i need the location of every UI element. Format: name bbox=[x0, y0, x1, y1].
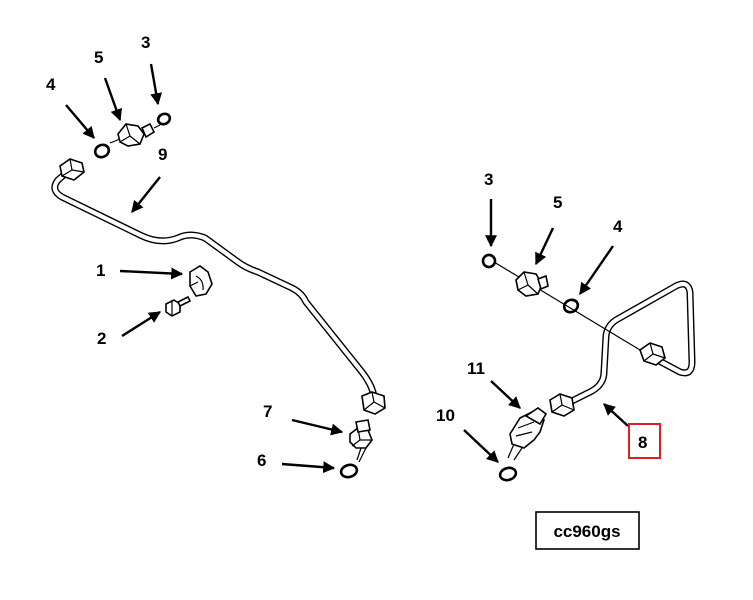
diagram-code-label: cc960gs bbox=[535, 511, 640, 550]
callout-5-left: 5 bbox=[94, 48, 103, 67]
callout-8: 8 bbox=[638, 433, 647, 452]
callout-5-right: 5 bbox=[553, 193, 562, 212]
arrow-to-part-11 bbox=[490, 380, 521, 409]
part-7-fitting-left bbox=[349, 419, 373, 463]
arrow-to-part-7 bbox=[291, 418, 344, 436]
callout-8-highlight-box bbox=[628, 423, 661, 459]
part-1-clamp bbox=[189, 265, 213, 297]
right-arrows bbox=[463, 199, 629, 463]
arrow-to-part-9-left bbox=[131, 176, 161, 213]
arrow-to-part-10 bbox=[463, 429, 499, 463]
tube-9-left bbox=[51, 164, 378, 408]
tube-nut-bottom-left bbox=[361, 391, 386, 415]
left-assembly: 3 5 4 9 1 2 7 6 bbox=[46, 33, 386, 479]
callout-7: 7 bbox=[263, 402, 272, 421]
part-4-oring-left bbox=[93, 143, 111, 159]
arrow-to-part-1 bbox=[119, 267, 184, 280]
callout-3-left: 3 bbox=[141, 33, 150, 52]
arrow-to-part-8 bbox=[603, 403, 629, 427]
arrow-to-part-2 bbox=[121, 310, 162, 338]
arrow-to-part-5-right bbox=[534, 227, 555, 266]
part-6-oring-left bbox=[339, 463, 359, 479]
tube-nut-right-upper bbox=[639, 342, 666, 366]
callout-2: 2 bbox=[97, 329, 106, 348]
callout-9-left: 9 bbox=[158, 145, 167, 164]
tube-8-right bbox=[562, 280, 696, 408]
arrow-to-part-3-left bbox=[149, 63, 163, 106]
callout-4-right: 4 bbox=[613, 217, 623, 236]
tube-nut-right-lower bbox=[549, 393, 575, 417]
callout-4-left: 4 bbox=[46, 75, 56, 94]
callout-3-right: 3 bbox=[484, 170, 493, 189]
callout-1: 1 bbox=[96, 261, 105, 280]
tube-nut-top-left bbox=[59, 158, 85, 181]
assembly-axis-right bbox=[493, 261, 641, 351]
arrow-to-part-4-left bbox=[65, 104, 95, 139]
part-5-adapter-right bbox=[515, 271, 549, 297]
callout-8-highlighted: 8 bbox=[628, 423, 661, 459]
part-3-oring-right bbox=[481, 253, 497, 269]
diagram-code-text: cc960gs bbox=[553, 522, 620, 541]
right-assembly: 3 5 4 11 10 8 bbox=[436, 170, 696, 482]
left-arrows bbox=[65, 63, 344, 474]
part-3-oring-left bbox=[156, 112, 172, 126]
arrow-to-part-4-right bbox=[579, 245, 614, 295]
part-10-oring bbox=[498, 466, 518, 482]
part-4-oring-right bbox=[562, 298, 580, 314]
arrow-to-part-6 bbox=[281, 461, 336, 474]
callout-11: 11 bbox=[467, 359, 485, 378]
arrow-to-part-5-left bbox=[103, 77, 123, 122]
callout-6: 6 bbox=[257, 451, 266, 470]
callout-10: 10 bbox=[436, 406, 455, 425]
part-2-bolt bbox=[165, 295, 192, 317]
part-11-elbow-fitting bbox=[507, 407, 548, 461]
part-5-adapter-left bbox=[109, 122, 161, 147]
